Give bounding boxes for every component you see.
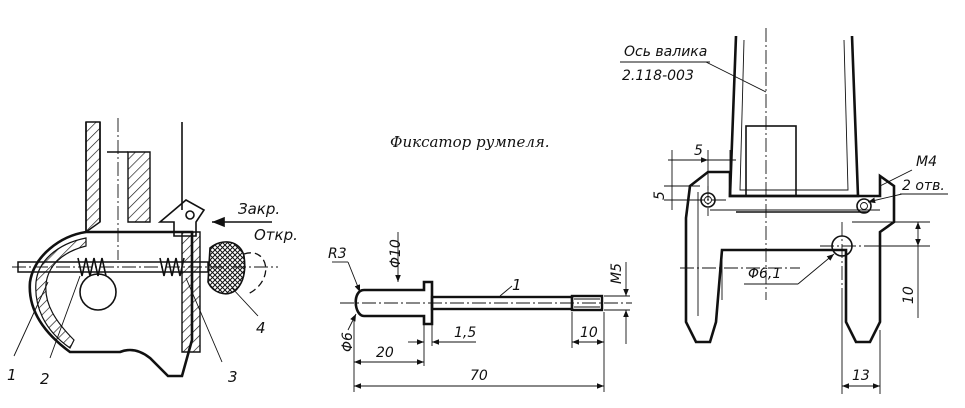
dim-head-length: 20 <box>376 345 394 361</box>
dim-radius: R3 <box>328 246 347 262</box>
bracket-body <box>684 170 896 344</box>
callout-3: 3 <box>228 368 238 386</box>
axis-label: Ось валика <box>624 44 707 60</box>
pin-thread <box>570 294 604 312</box>
dim-13: 13 <box>852 368 870 384</box>
pin-head <box>354 280 434 326</box>
hole-dia: Φ6,1 <box>748 266 781 282</box>
dim-chamfer: 1,5 <box>454 325 476 341</box>
housing-hatched-plate <box>181 231 201 353</box>
dim-shaft-dia: Φ6 <box>340 332 356 352</box>
hole-right <box>856 198 872 214</box>
callout-1: 1 <box>7 366 17 384</box>
dim-thread-length: 10 <box>580 325 598 341</box>
bracket-column <box>728 35 860 198</box>
dim-5-vertical: 5 <box>652 191 668 200</box>
housing-hatched-rim <box>35 237 87 349</box>
dim-5-horizontal: 5 <box>694 143 703 159</box>
pin-detail-view: 1 R3 Φ10 Φ6 M5 1,5 10 20 70 <box>328 232 632 392</box>
lock-bracket <box>157 199 206 237</box>
bracket-view: Ось валика 2.118-003 5 5 M4 2 отв. Φ6,1 … <box>620 28 948 394</box>
hole-thread: M4 <box>916 154 937 170</box>
pin-callout: 1 <box>512 276 522 294</box>
label-open: Откр. <box>254 226 298 244</box>
assembly-section-view: Закр. Откр. 1 2 3 4 <box>7 118 298 388</box>
callout-4: 4 <box>256 319 266 337</box>
dim-thread: M5 <box>609 263 625 284</box>
rod <box>17 261 209 273</box>
spring-right <box>159 257 185 277</box>
callout-2: 2 <box>40 370 50 388</box>
dim-10: 10 <box>901 286 917 304</box>
knob <box>207 241 246 295</box>
housing-outline <box>28 230 194 378</box>
bracket-insert <box>745 125 797 197</box>
column-hatched-wall <box>85 121 101 234</box>
dim-head-dia: Φ10 <box>388 239 404 268</box>
dim-total-length: 70 <box>470 368 488 384</box>
roller <box>79 273 117 311</box>
hole-count: 2 отв. <box>902 178 945 194</box>
drawing-title: Фиксатор румпеля. <box>390 133 550 151</box>
axis-ref: 2.118-003 <box>622 68 694 84</box>
label-close: Закр. <box>238 200 280 218</box>
column-hatched-inner <box>127 151 151 223</box>
spring-left <box>77 257 107 277</box>
